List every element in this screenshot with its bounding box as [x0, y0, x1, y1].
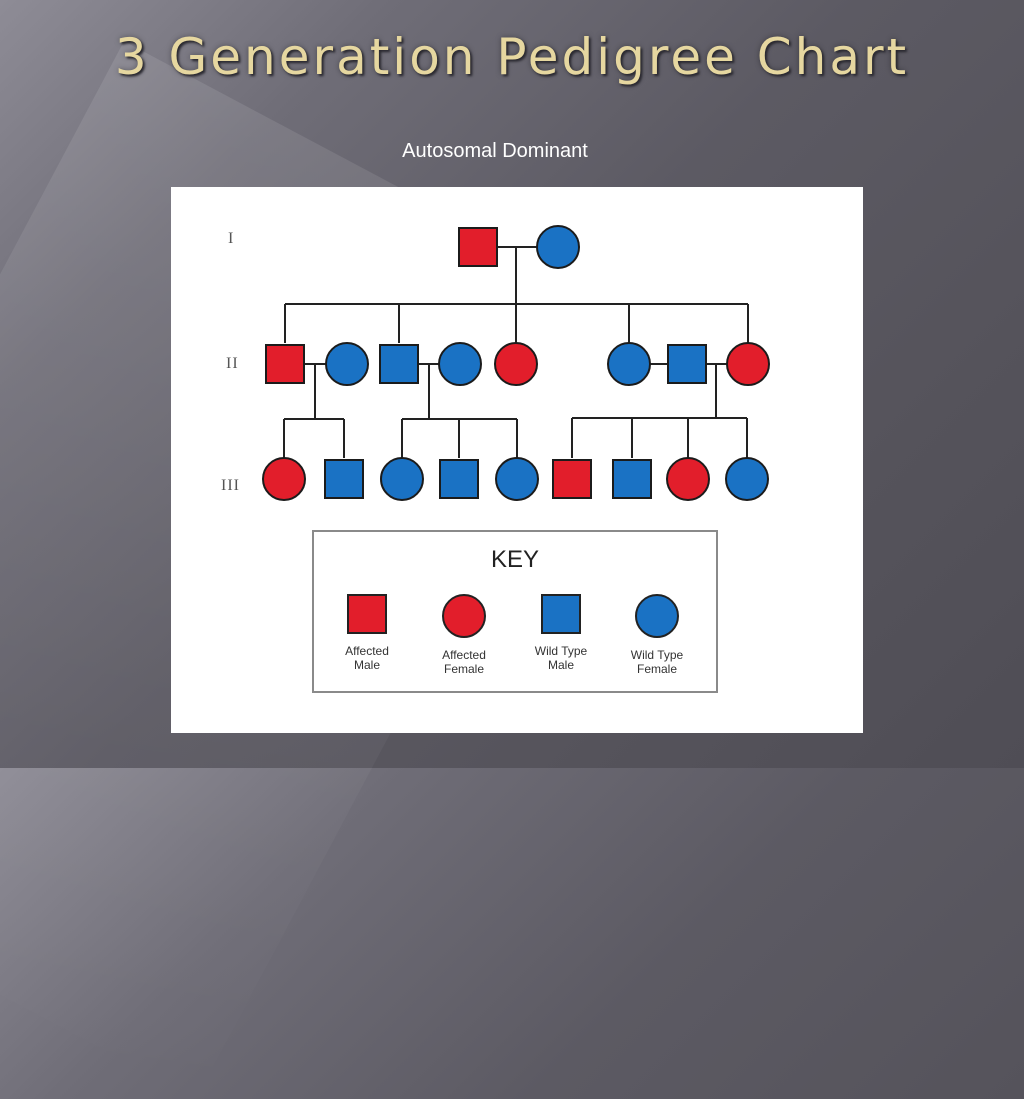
wild-type-female-i-2	[536, 225, 580, 269]
key-item-affected-female: Affected Female	[419, 594, 509, 676]
pedigree-diagram	[262, 225, 770, 501]
generation-label-ii: II	[226, 355, 239, 372]
wild-type-female-iii-3	[380, 457, 424, 501]
affected-female-iii-1	[262, 457, 306, 501]
affected-female-ii-5	[494, 342, 538, 386]
wild-type-male-iii-7	[612, 459, 652, 499]
wild-type-male-iii-2	[324, 459, 364, 499]
slide-subtitle: Autosomal Dominant	[402, 140, 588, 162]
key-item-wild-type-female: Wild Type Female	[612, 594, 702, 676]
affected-male-ii-1	[265, 344, 305, 384]
wild-type-female-symbol	[635, 594, 679, 638]
wild-type-female-iii-9	[725, 457, 769, 501]
key-label: Wild Type Female	[630, 648, 684, 676]
key-item-wild-type-male: Wild Type Male	[516, 594, 606, 672]
key-label: Affected Female	[442, 648, 486, 676]
slide-title: 3 Generation Pedigree Chart	[114, 28, 910, 86]
wild-type-female-ii-4	[438, 342, 482, 386]
affected-female-symbol	[442, 594, 486, 638]
wild-type-male-symbol	[541, 594, 581, 634]
key-label: Affected Male	[345, 644, 389, 672]
key-title: KEY	[490, 546, 540, 573]
legend-key: KEY Affected Male Affected Female Wild T…	[312, 530, 718, 693]
wild-type-female-ii-6	[607, 342, 651, 386]
affected-female-ii-8	[726, 342, 770, 386]
affected-male-i-1	[458, 227, 498, 267]
wild-type-female-iii-5	[495, 457, 539, 501]
pedigree-figure: I II III KEY Affected Male Affected Fema…	[171, 187, 863, 733]
affected-female-iii-8	[666, 457, 710, 501]
wild-type-male-iii-4	[439, 459, 479, 499]
key-item-affected-male: Affected Male	[322, 594, 412, 672]
affected-male-iii-6	[552, 459, 592, 499]
key-label: Wild Type Male	[534, 644, 588, 672]
affected-male-symbol	[347, 594, 387, 634]
wild-type-male-ii-7	[667, 344, 707, 384]
generation-label-i: I	[228, 230, 235, 247]
generation-label-iii: III	[221, 477, 240, 494]
wild-type-female-ii-2	[325, 342, 369, 386]
wild-type-male-ii-3	[379, 344, 419, 384]
